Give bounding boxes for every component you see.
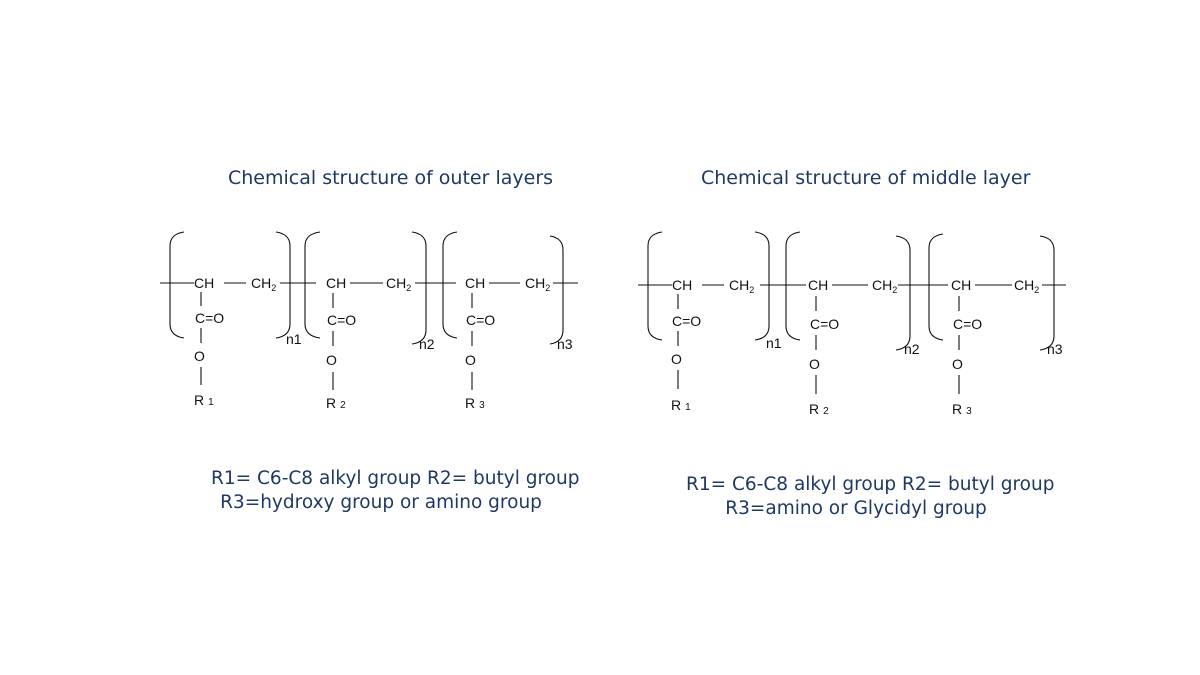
- unit3-carbonyl: C=O: [466, 312, 495, 328]
- unit2-repeat: n2: [904, 341, 920, 357]
- unit2-carbonyl: C=O: [810, 316, 839, 332]
- legend-line-2: R3=hydroxy group or amino group: [220, 492, 542, 513]
- unit2-ch: CH: [808, 277, 828, 293]
- middle-layer-legend: R1= C6-C8 alkyl group R2= butyl group R3…: [686, 473, 1055, 521]
- unit1-ch: CH: [194, 275, 214, 291]
- unit2-bracket-left: [304, 231, 321, 339]
- unit3-repeat: n3: [557, 336, 573, 352]
- unit2-bracket-left: [785, 231, 801, 341]
- unit3-ch: CH: [465, 275, 485, 291]
- unit1-bracket-left: [647, 231, 663, 341]
- unit2-repeat: n2: [419, 336, 435, 352]
- unit3-ch2: CH2: [525, 275, 550, 293]
- unit2-ch2: CH2: [872, 277, 897, 295]
- legend-line-1: R1= C6-C8 alkyl group R2= butyl group: [211, 468, 580, 489]
- unit2-carbonyl: C=O: [327, 312, 356, 328]
- unit1-carbonyl: C=O: [195, 310, 224, 326]
- unit2-bracket-right: [895, 235, 911, 351]
- unit1-bracket-right: [275, 231, 291, 339]
- legend-line-1: R1= C6-C8 alkyl group R2= butyl group: [686, 474, 1055, 495]
- unit2-ch: CH: [326, 275, 346, 291]
- unit2-oxygen: O: [809, 356, 820, 372]
- unit2-oxygen: O: [326, 352, 337, 368]
- unit1-bracket-left: [169, 231, 185, 339]
- unit3-ch2: CH2: [1014, 277, 1039, 295]
- middle-layer-title: Chemical structure of middle layer: [701, 167, 1031, 189]
- unit3-oxygen: O: [952, 356, 963, 372]
- unit1-oxygen: O: [194, 348, 205, 364]
- unit1-ch2: CH2: [251, 275, 276, 293]
- unit1-oxygen: O: [671, 351, 682, 367]
- unit1-ch: CH: [672, 277, 692, 293]
- unit3-repeat: n3: [1047, 341, 1063, 357]
- unit3-bracket-right: [1039, 235, 1055, 351]
- unit3-oxygen: O: [465, 352, 476, 368]
- unit2-ch2: CH2: [386, 275, 411, 293]
- unit3-bracket-left: [928, 233, 944, 341]
- unit3-carbonyl: C=O: [953, 316, 982, 332]
- unit1-repeat: n1: [286, 331, 302, 347]
- legend-line-2: R3=amino or Glycidyl group: [725, 498, 987, 519]
- unit1-repeat: n1: [766, 335, 782, 351]
- unit3-bracket-left: [442, 231, 458, 339]
- outer-layers-title: Chemical structure of outer layers: [228, 167, 554, 189]
- outer-layers-legend: R1= C6-C8 alkyl group R2= butyl group R3…: [211, 467, 580, 515]
- unit3-ch: CH: [951, 277, 971, 293]
- unit2-bracket-right: [411, 231, 427, 345]
- unit1-bracket-right: [754, 231, 770, 341]
- unit1-carbonyl: C=O: [672, 313, 701, 329]
- unit1-ch2: CH2: [729, 277, 754, 295]
- unit3-bracket-right: [549, 235, 564, 345]
